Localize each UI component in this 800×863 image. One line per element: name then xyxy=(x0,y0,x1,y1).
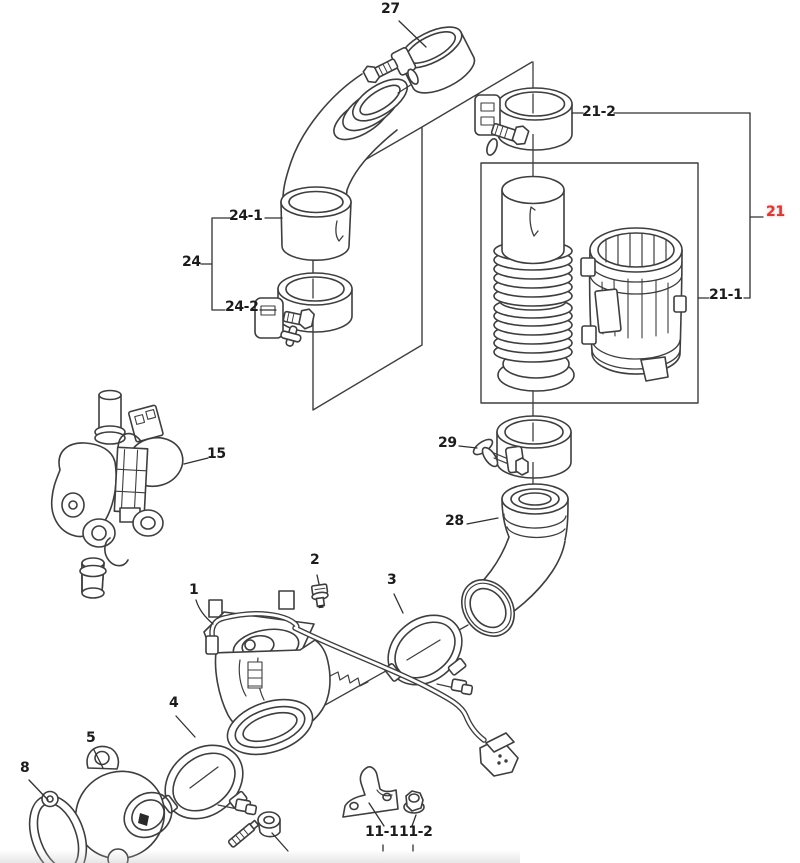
hose-clamp-29 xyxy=(472,415,572,479)
gasket-8 xyxy=(28,790,88,863)
part-label-21-1: 21-1 xyxy=(709,287,743,303)
part-label-11-1: 11-1 xyxy=(365,824,399,840)
part-label-28: 28 xyxy=(445,513,464,529)
part-label-21-2: 21-2 xyxy=(582,104,616,120)
v-clamp-4 xyxy=(160,744,258,820)
leader-lines xyxy=(28,20,764,852)
part-label-3: 3 xyxy=(387,572,397,588)
hose-clamp-24-2 xyxy=(254,272,353,347)
part-label-4: 4 xyxy=(169,695,179,711)
filter-cartridge xyxy=(580,227,687,382)
part-label-24-1: 24-1 xyxy=(229,208,263,224)
lock-nut xyxy=(257,811,281,838)
elbow-hose-24 xyxy=(282,73,408,200)
part-label-27: 27 xyxy=(381,1,400,17)
part-label-8: 8 xyxy=(20,760,30,776)
hose-clamp-27 xyxy=(362,26,476,94)
part-label-11-2: 11-2 xyxy=(399,824,433,840)
assembly-box-21-1 xyxy=(480,162,699,404)
intake-elbow-28 xyxy=(460,483,569,637)
harness-connector xyxy=(479,732,519,777)
v-clamp-3 xyxy=(384,614,474,696)
part-label-24-2: 24-2 xyxy=(225,299,259,315)
part-label-21-highlighted: 21 xyxy=(766,204,785,220)
flange-nut-11-2 xyxy=(403,790,425,814)
part-label-29: 29 xyxy=(438,435,457,451)
part-label-2: 2 xyxy=(310,552,320,568)
part-label-1: 1 xyxy=(189,582,199,598)
wiring-harness xyxy=(205,611,519,777)
part-label-24: 24 xyxy=(182,254,201,270)
sensor-bolt-2 xyxy=(310,583,329,609)
throttle-body-1 xyxy=(203,590,369,756)
air-duct-bellows xyxy=(493,175,575,392)
bracket-11-1 xyxy=(342,766,399,818)
part-label-15: 15 xyxy=(207,446,226,462)
flange-adapter-5 xyxy=(74,745,173,863)
hose-clamp-21-2 xyxy=(474,87,573,156)
part-label-5: 5 xyxy=(86,730,96,746)
sleeve-24-1 xyxy=(280,186,352,262)
valve-assembly-15 xyxy=(50,389,184,599)
stud-bolt xyxy=(227,819,260,848)
